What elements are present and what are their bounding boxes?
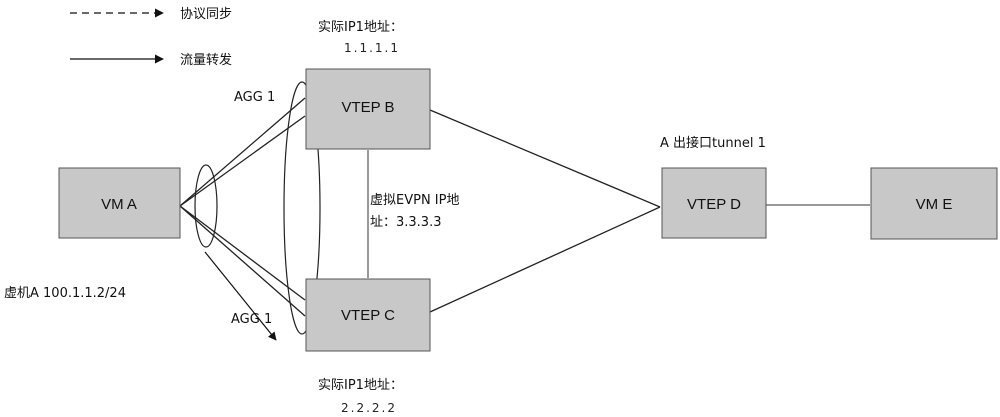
agg-top-label: AGG 1 [234,90,275,105]
vm-a-ip-label: 虚机A 100.1.1.2/24 [4,286,126,301]
vtep-b-ip-value: 1.1.1.1 [344,41,400,55]
link-vtepc-vtepd [429,206,661,313]
vtep-d-label: VTEP D [687,196,741,213]
annotations: 实际IP1地址： 1.1.1.1 AGG 1 AGG 1 虚拟EVPN IP地 … [4,20,766,415]
virtual-evpn-line1: 虚拟EVPN IP地 [370,193,459,208]
vtep-c-ip-value: 2.2.2.2 [341,401,397,415]
link-vma-vtepb-2 [179,115,306,207]
vtep-c-label: VTEP C [341,307,395,324]
legend-protocol-sync-label: 协议同步 [180,7,232,22]
vtep-c-ip-title: 实际IP1地址： [318,378,403,393]
link-vtepb-vtepd [429,109,661,208]
legend-traffic-forward-label: 流量转发 [180,52,232,68]
link-vma-vtepc-2 [179,205,306,317]
traffic-arrow-bottom [204,251,277,341]
legend: 协议同步 流量转发 [70,7,232,68]
vm-a-label: VM A [101,196,137,213]
vm-e-label: VM E [916,196,953,213]
agg-bottom-label: AGG 1 [231,312,272,327]
agg-groups [194,81,321,335]
connections [179,97,870,341]
vtep-b-label: VTEP B [341,99,394,116]
vtep-c-node: VTEP C [305,278,431,352]
vtep-b-node: VTEP B [305,68,431,150]
virtual-evpn-line2: 址：3.3.3.3 [370,215,441,230]
egress-tunnel-label: A 出接口tunnel 1 [660,135,766,151]
vtep-b-ip-title: 实际IP1地址： [318,20,403,35]
vm-e-node: VM E [870,167,998,240]
agg-ellipse-large [283,81,321,335]
link-vma-vtepb-1 [179,97,306,207]
link-vma-vtepc-1 [179,205,306,301]
agg-ellipse-small [194,164,218,248]
vm-a-node: VM A [58,167,181,239]
vtep-d-node: VTEP D [661,167,767,239]
